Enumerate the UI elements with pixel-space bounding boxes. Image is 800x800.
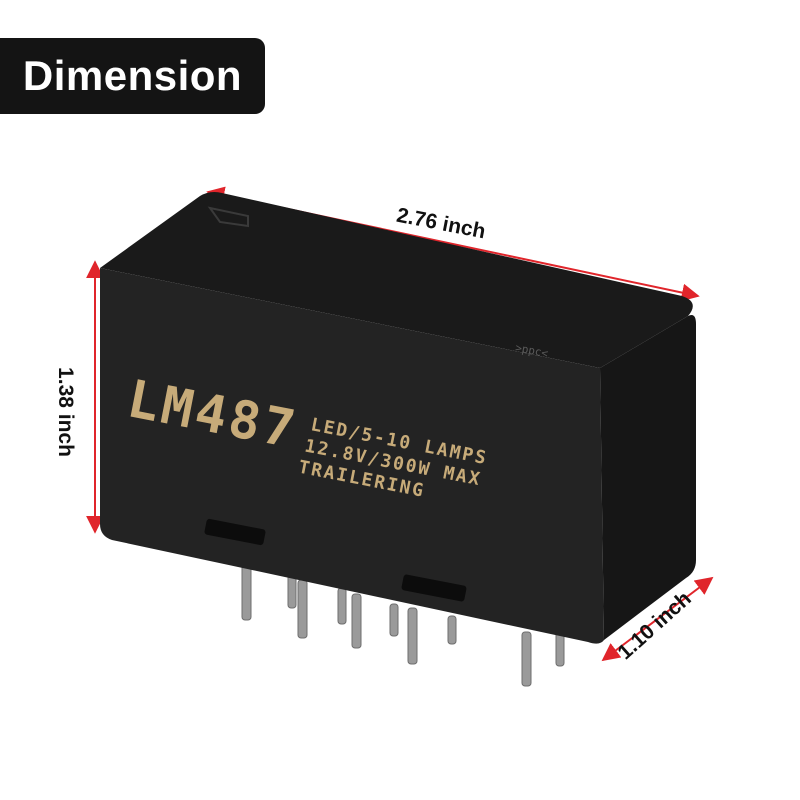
relay-body <box>100 192 696 644</box>
badge-title: Dimension <box>22 52 243 99</box>
edge-mark: >ppc< <box>514 341 549 360</box>
dimension-badge: Dimension <box>0 38 265 114</box>
height-label: 1.38 inch <box>53 367 77 457</box>
depth-arrow <box>601 576 714 662</box>
